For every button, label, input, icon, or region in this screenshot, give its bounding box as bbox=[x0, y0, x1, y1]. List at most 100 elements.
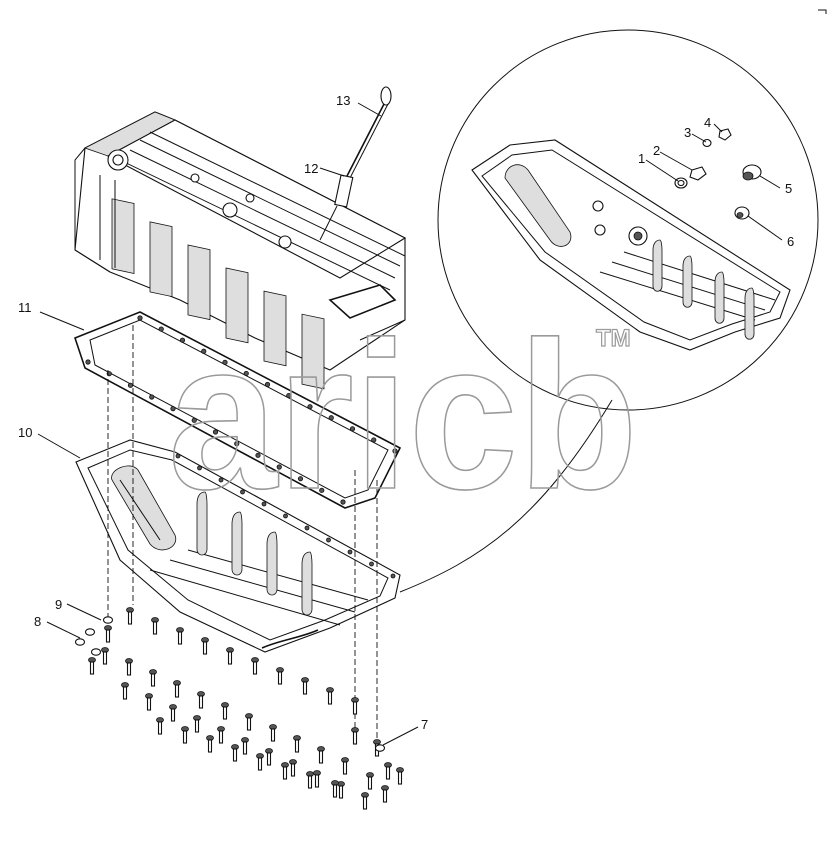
pan-rib bbox=[231, 511, 243, 576]
gasket-hole bbox=[149, 394, 155, 400]
pan-flange-hole bbox=[390, 573, 396, 579]
bolt bbox=[366, 772, 374, 790]
callout-8: 8 bbox=[34, 614, 41, 629]
bolt bbox=[276, 667, 284, 685]
callout-11: 11 bbox=[18, 300, 32, 315]
bolt bbox=[226, 647, 234, 665]
callout-12: 12 bbox=[304, 161, 318, 176]
gasket-hole bbox=[349, 426, 356, 432]
gasket-hole bbox=[328, 415, 334, 421]
callout-13: 13 bbox=[336, 93, 350, 108]
pan-flange-hole bbox=[240, 489, 245, 495]
bolt bbox=[251, 657, 259, 675]
washer bbox=[74, 638, 86, 646]
gasket-hole bbox=[371, 437, 377, 443]
callout-3: 3 bbox=[684, 125, 691, 140]
bolt bbox=[197, 691, 205, 709]
bolt bbox=[149, 669, 157, 687]
bolt bbox=[101, 647, 109, 665]
gasket-hole bbox=[85, 359, 91, 365]
bolt bbox=[88, 657, 96, 675]
gasket-hole bbox=[191, 417, 197, 423]
pan-rib bbox=[196, 491, 208, 556]
dipstick-tube bbox=[334, 174, 354, 208]
detail-leader-curve bbox=[399, 399, 613, 593]
dipstick-rod bbox=[345, 103, 385, 179]
pan-flange-hole bbox=[175, 453, 181, 459]
callout-labels: 13 12 11 10 9 8 7 1 2 3 4 5 6 bbox=[18, 93, 794, 732]
bolt bbox=[221, 702, 229, 720]
gasket-hole bbox=[137, 315, 143, 321]
gasket-hole bbox=[170, 406, 176, 412]
bolt bbox=[201, 637, 209, 655]
gasket-hole bbox=[127, 382, 134, 388]
bolt bbox=[265, 748, 273, 766]
oil-pan bbox=[75, 439, 401, 653]
bolt bbox=[301, 677, 309, 695]
plug-part-2 bbox=[689, 166, 707, 181]
detail-pan-rib bbox=[652, 239, 663, 292]
bolt bbox=[317, 746, 325, 764]
bolt bbox=[289, 759, 297, 777]
pan-flange-hole bbox=[304, 525, 310, 531]
pan-flange-hole bbox=[197, 465, 202, 471]
detail-magnifier bbox=[399, 29, 819, 593]
bolt bbox=[104, 625, 112, 643]
bolt bbox=[245, 713, 253, 731]
pan-rib bbox=[266, 531, 278, 596]
bolt bbox=[313, 770, 321, 788]
bolt bbox=[331, 780, 339, 798]
gasket-hole bbox=[319, 487, 325, 493]
washer bbox=[84, 628, 96, 636]
bolt bbox=[281, 762, 289, 780]
gasket-hole bbox=[243, 370, 249, 377]
bolt bbox=[156, 717, 164, 735]
callout-4: 4 bbox=[704, 115, 711, 130]
bolt bbox=[351, 697, 359, 715]
callout-1: 1 bbox=[638, 151, 645, 166]
bolt bbox=[217, 726, 225, 744]
bolt bbox=[125, 658, 133, 676]
callout-5: 5 bbox=[785, 181, 792, 196]
leader-lines bbox=[37, 102, 783, 746]
gasket-hole bbox=[340, 499, 346, 505]
bolt bbox=[151, 617, 159, 635]
bolt bbox=[173, 680, 181, 698]
callout-9: 9 bbox=[55, 597, 62, 612]
detail-circle bbox=[437, 29, 819, 411]
gasket-hole bbox=[276, 464, 282, 470]
bolt bbox=[269, 724, 277, 742]
gasket-hole bbox=[222, 359, 228, 365]
callout-2: 2 bbox=[653, 143, 660, 158]
bolt bbox=[121, 682, 129, 700]
watermark: aricb TM bbox=[167, 297, 639, 534]
bolt bbox=[326, 687, 334, 705]
pan-flange-hole bbox=[326, 537, 331, 543]
bolt bbox=[181, 726, 189, 744]
gasket-hole bbox=[179, 337, 186, 343]
pan-flange-hole bbox=[261, 501, 267, 507]
pan-flange-hole bbox=[347, 549, 353, 555]
gasket-hole bbox=[264, 381, 271, 388]
watermark-trademark: TM bbox=[596, 325, 631, 352]
bolt bbox=[169, 704, 177, 722]
washer bbox=[374, 744, 386, 752]
bolt bbox=[341, 757, 349, 775]
dipstick-assembly bbox=[319, 86, 392, 241]
gasket-hole bbox=[307, 404, 313, 410]
bolt bbox=[256, 753, 264, 771]
engine-block bbox=[74, 111, 407, 390]
callout-6: 6 bbox=[787, 234, 794, 249]
bolt bbox=[351, 727, 359, 745]
dipstick-handle bbox=[380, 86, 392, 106]
bolt bbox=[241, 737, 249, 755]
detail-pan-rib bbox=[714, 271, 725, 324]
gasket-hole bbox=[297, 476, 304, 482]
callout-10: 10 bbox=[18, 425, 32, 440]
pan-flange-hole bbox=[218, 477, 224, 483]
gasket-hole bbox=[392, 448, 398, 454]
bolt bbox=[306, 771, 314, 789]
bolt bbox=[176, 627, 184, 645]
detail-oil-pan bbox=[471, 139, 791, 351]
